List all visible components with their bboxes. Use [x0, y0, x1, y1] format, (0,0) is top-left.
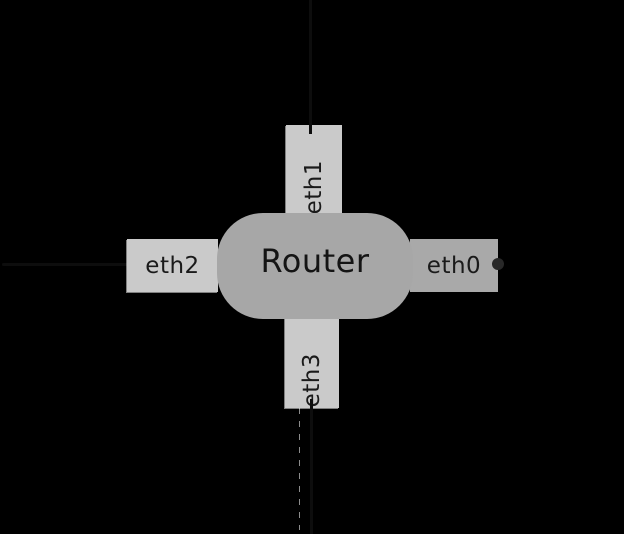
interface-label-eth0: eth0	[426, 252, 482, 279]
link-line-eth3[interactable]	[310, 399, 313, 534]
interface-label-eth2: eth2	[145, 252, 200, 279]
interface-box-eth2[interactable]: eth2	[127, 239, 218, 292]
link-line-eth3-highlight	[299, 408, 300, 530]
interface-box-eth1[interactable]: eth1	[286, 125, 342, 217]
interface-label-eth1: eth1	[301, 159, 327, 214]
router-node-label: Router	[260, 242, 370, 280]
interface-box-eth3[interactable]: eth3	[285, 316, 339, 408]
router-node[interactable]: Router	[217, 213, 413, 319]
interface-box-eth0[interactable]: eth0	[410, 239, 498, 292]
link-line-eth1[interactable]	[309, 0, 312, 134]
link-line-eth2[interactable]	[2, 263, 128, 266]
interface-label-holder: eth1	[286, 160, 342, 214]
connector-nub-eth0[interactable]	[492, 258, 504, 270]
